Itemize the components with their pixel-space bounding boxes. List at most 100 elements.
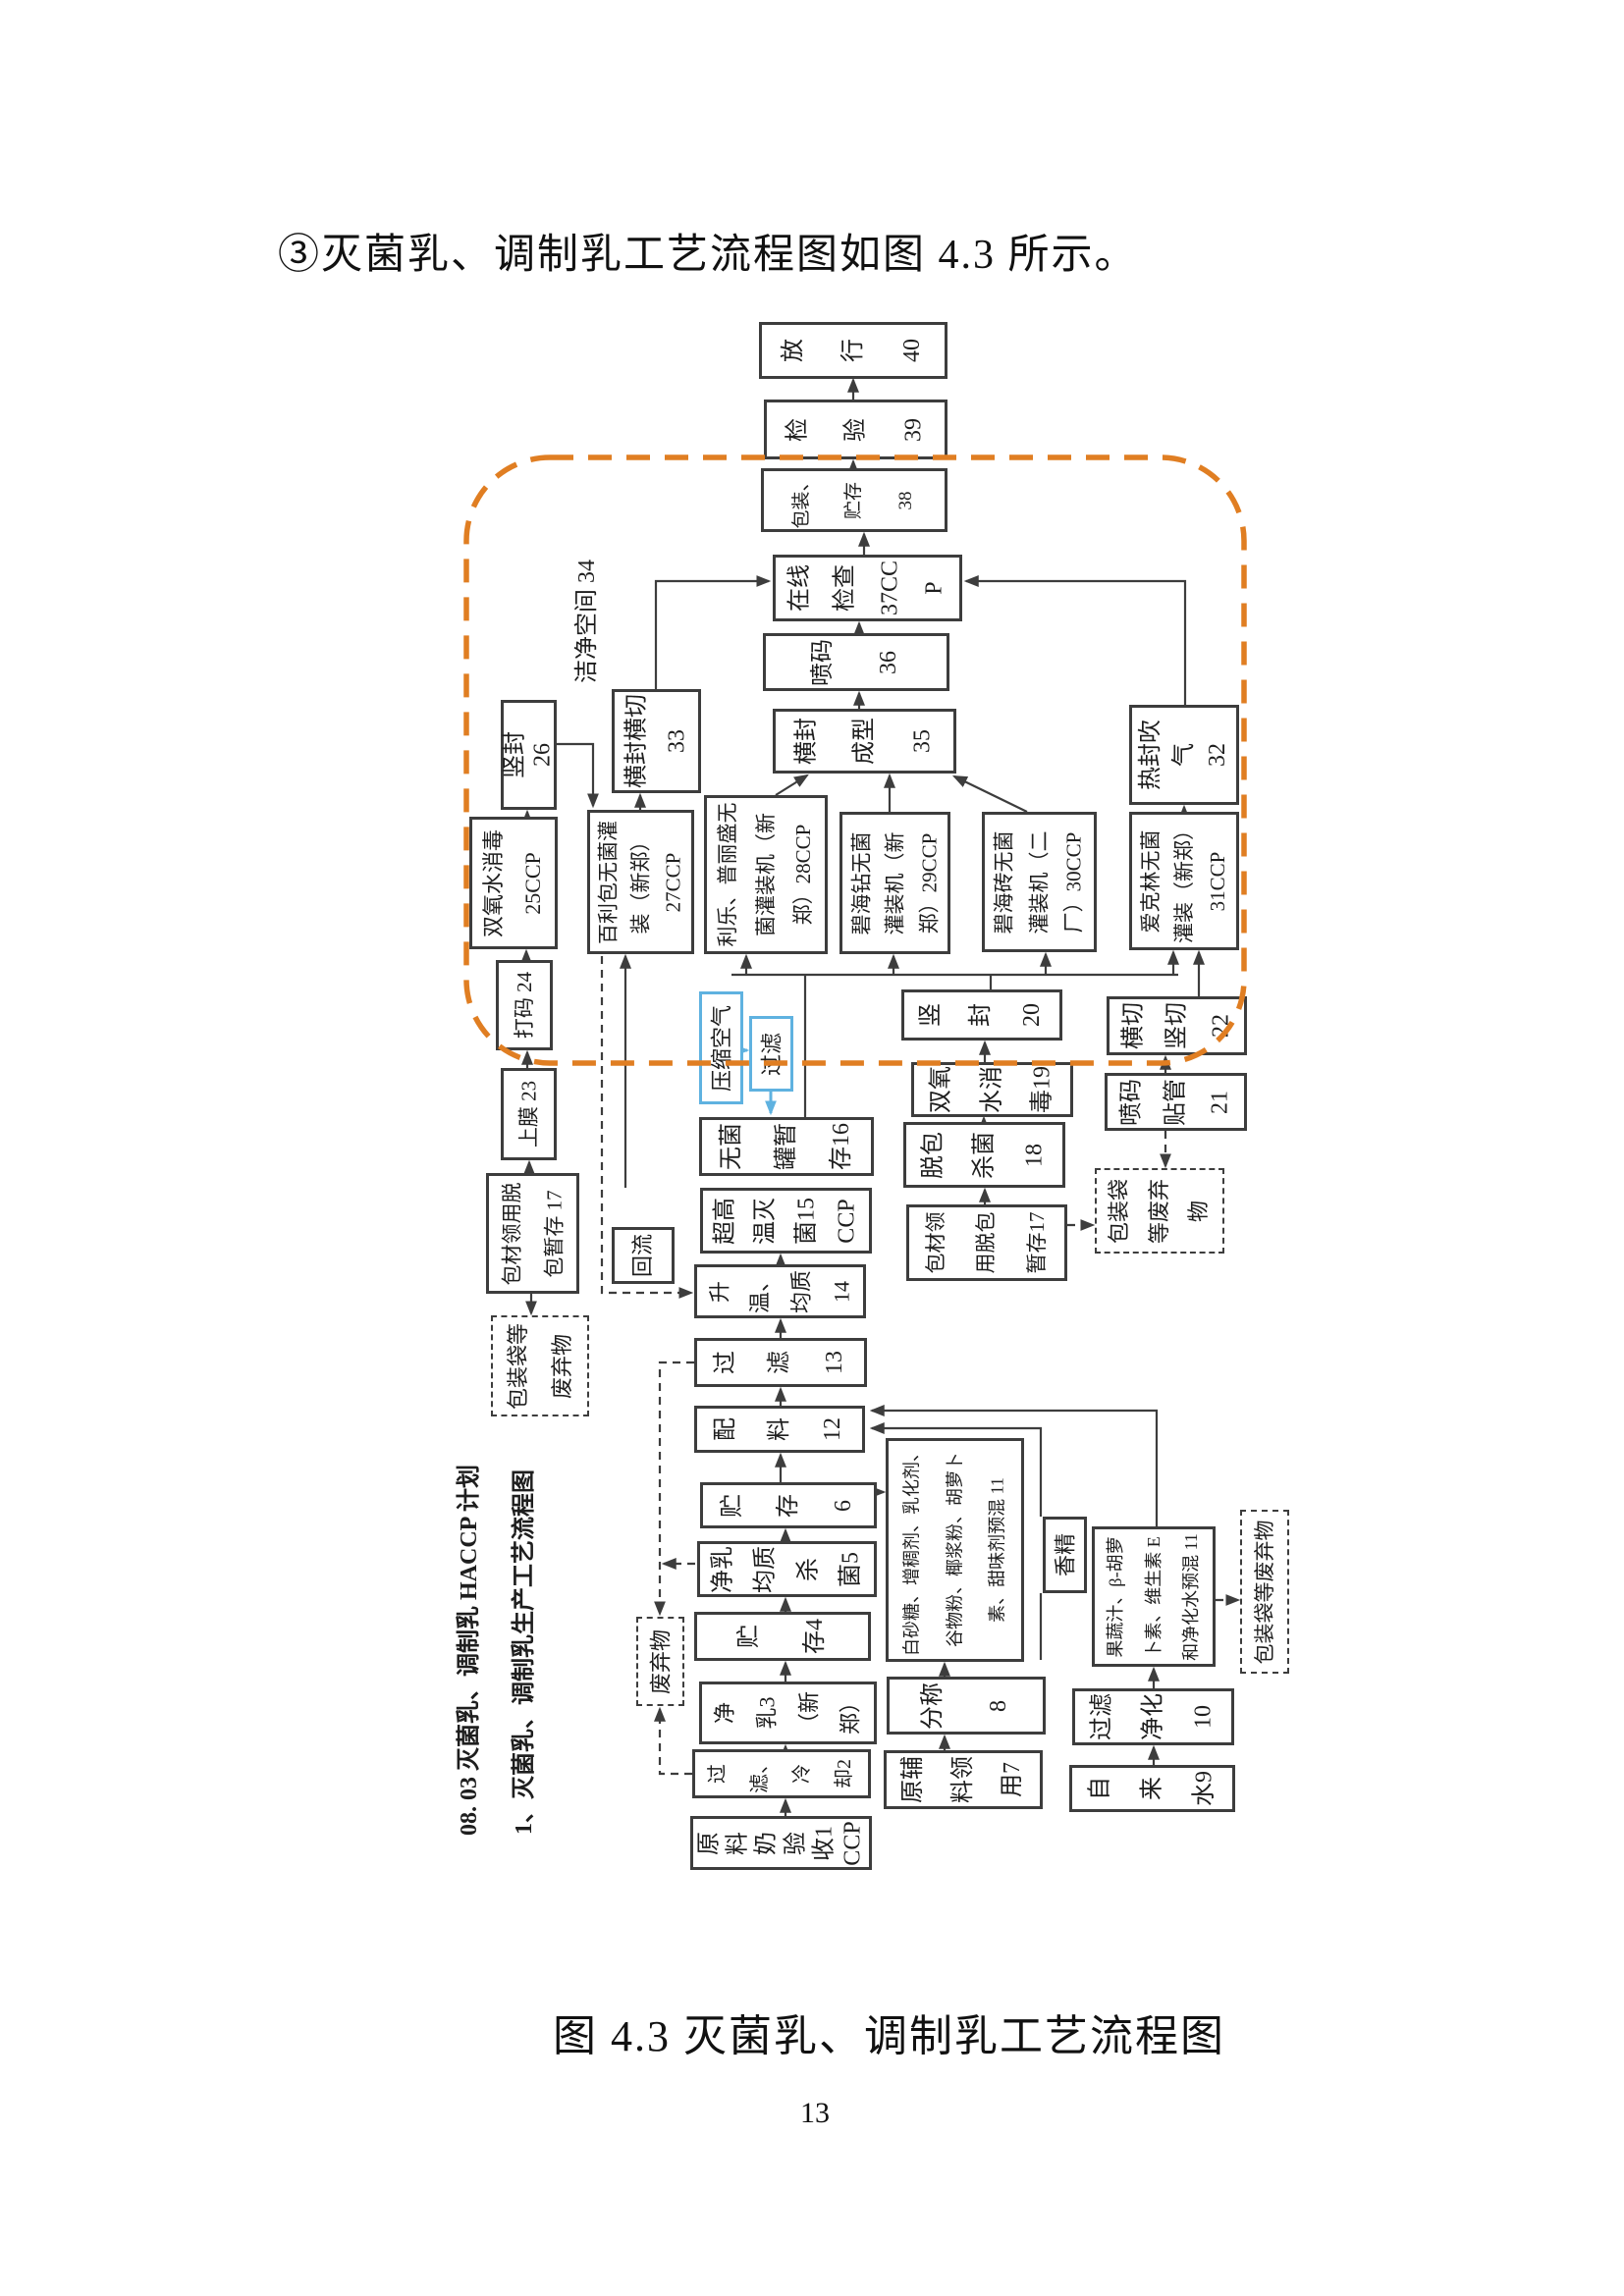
- side-title-haccp-plan: 08. 03 灭菌乳、调制乳 HACCP 计划: [439, 1451, 500, 1848]
- step-32-heatseal-blow-label: 热封吹气 32: [1138, 720, 1230, 790]
- step-31-ecolean-ccp: 爱克林无菌 灌装（新郑） 31CCP: [1129, 812, 1239, 950]
- step-19-peroxide: 双氧 水消 毒19: [911, 1062, 1073, 1117]
- step-28-tetra-ccp: 利乐、普丽盛无 菌灌装机（新 郑）28CCP: [704, 795, 828, 954]
- waste-box-right-1: 包装袋 等废弃 物: [1095, 1168, 1224, 1254]
- step-17r-pack-material: 包材领 用脱包 暂存17: [906, 1204, 1067, 1281]
- e-33-37: [654, 575, 772, 689]
- waste-box-left: 包装袋等 废弃物: [491, 1315, 589, 1416]
- step-13-filter: 过 滤 13: [694, 1338, 867, 1387]
- step-8-weighing-label: 分称 8: [919, 1682, 1011, 1730]
- e-11b-12: [869, 1405, 1159, 1526]
- step-6-storage: 贮 存 6: [700, 1482, 877, 1528]
- waste-box-middle-label: 废弃物: [648, 1629, 673, 1694]
- label-34-clean-space: 洁净空间 34: [562, 548, 613, 695]
- step-11a-premix-label: 白砂糖、增稠剂、乳化剂、 谷物粉、椰浆粉、胡萝卜 素、甜味剂预混 11: [900, 1444, 1007, 1656]
- step-19-peroxide-label: 双氧 水消 毒19: [927, 1066, 1056, 1113]
- step-9-tap-water-label: 自 来 水9: [1087, 1771, 1217, 1806]
- step-21-inkjet-straw: 喷码 贴管 21: [1105, 1073, 1247, 1131]
- e-26-27: [557, 742, 599, 809]
- step-40-release-label: 放 行 40: [780, 339, 926, 362]
- step-30-bihaizhuan-ccp-label: 碧海砖无菌 灌装机（二 厂）30CCP: [991, 830, 1086, 934]
- step-23-film-label: 上膜 23: [516, 1080, 540, 1148]
- step-27-bailibao-ccp-label: 百利包无菌灌 装（新郑） 27CCP: [596, 820, 684, 944]
- side-title-flow-diagram-label: 1、灭菌乳、调制乳生产工艺流程图: [512, 1469, 537, 1835]
- paragraph-text: ③灭菌乳、调制乳工艺流程图如图 4.3 所示。: [278, 233, 1138, 278]
- step-37-online-check: 在线 检查 37CCP: [773, 555, 962, 621]
- step-38-pack-store: 包装、 贮存 38: [761, 468, 947, 532]
- step-26-vertical-seal: 竖封 26: [501, 700, 557, 810]
- step-26-vertical-seal-label: 竖封 26: [501, 731, 555, 778]
- step-3-clarify-label: 净 乳3 （新 郑）: [712, 1691, 863, 1735]
- step-12-blending-label: 配 料 12: [712, 1417, 846, 1441]
- step-32-heatseal-blow: 热封吹气 32: [1129, 705, 1239, 805]
- step-7-ingredients: 原辅 料领 用7: [884, 1750, 1043, 1809]
- waste-box-left-label: 包装袋等 废弃物: [506, 1322, 574, 1410]
- step-25-peroxide-ccp-label: 双氧水消毒 25CCP: [481, 828, 545, 937]
- step-39-inspection-label: 检 验 39: [785, 417, 926, 442]
- step-11b-premix-label: 果蔬汁、β-胡萝 卜素、维生素 E 和净化水预混 11: [1105, 1532, 1202, 1661]
- step-18-unpack-steril: 脱包 杀菌 18: [903, 1122, 1065, 1188]
- waste-box-middle: 废弃物: [636, 1617, 684, 1706]
- figure-caption: 图 4.3 灭菌乳、调制乳工艺流程图: [553, 2012, 1225, 2060]
- step-23-film: 上膜 23: [501, 1068, 557, 1160]
- step-38-pack-store-label: 包装、 贮存 38: [791, 471, 917, 528]
- step-31-ecolean-ccp-label: 爱克林无菌 灌装（新郑） 31CCP: [1139, 819, 1229, 943]
- step-29-bihaizuan-ccp: 碧海钻无菌 灌装机（新 郑）29CCP: [839, 812, 950, 954]
- step-15-uht-ccp: 超高 温灭 菌15 CCP: [700, 1188, 872, 1254]
- step-24-coding: 打码 24: [496, 960, 553, 1050]
- step-7-ingredients-label: 原辅 料领 用7: [899, 1756, 1026, 1803]
- input-flavor: 香精: [1043, 1517, 1087, 1593]
- step-21-inkjet-straw-label: 喷码 贴管 21: [1118, 1078, 1232, 1126]
- step-11a-premix: 白砂糖、增稠剂、乳化剂、 谷物粉、椰浆粉、胡萝卜 素、甜味剂预混 11: [886, 1438, 1024, 1662]
- page-number: 13: [800, 2097, 830, 2129]
- step-5-clarify-homo: 净乳 均质 杀 菌5: [697, 1541, 877, 1597]
- label-reflux: 回流: [612, 1227, 675, 1284]
- step-2-filter-cool: 过 滤、 冷 却2: [692, 1749, 871, 1798]
- input-compressed-air-label: 压缩空气: [709, 1004, 733, 1092]
- step-5-clarify-homo-label: 净乳 均质 杀 菌5: [710, 1545, 863, 1593]
- step-28-tetra-ccp-label: 利乐、普丽盛无 菌灌装机（新 郑）28CCP: [715, 802, 816, 947]
- e-2-wastem: [654, 1706, 692, 1776]
- step-2-filter-cool-label: 过 滤、 冷 却2: [707, 1754, 855, 1793]
- step-3-clarify: 净 乳3 （新 郑）: [699, 1682, 877, 1744]
- step-35-seal-forming: 横封 成型 35: [773, 709, 956, 774]
- step-13-filter-label: 过 滤 13: [713, 1351, 847, 1374]
- step-33-seal-crosscut-label: 横封横切 33: [623, 694, 689, 788]
- input-compressed-air: 压缩空气: [699, 991, 743, 1104]
- e-flavor-12: [869, 1422, 1043, 1517]
- step-24-coding-label: 打码 24: [513, 971, 536, 1040]
- step-14-heat-homogen: 升 温、 均质 14: [694, 1264, 866, 1318]
- step-6-storage-label: 贮 存 6: [719, 1493, 857, 1518]
- step-8-weighing: 分称 8: [887, 1677, 1046, 1735]
- side-title-flow-diagram: 1、灭菌乳、调制乳生产工艺流程图: [496, 1455, 553, 1849]
- step-25-peroxide-ccp: 双氧水消毒 25CCP: [469, 817, 558, 949]
- step-16-aseptic-tank-label: 无菌 罐暂 存16: [719, 1123, 854, 1170]
- step-35-seal-forming-label: 横封 成型 35: [793, 718, 935, 765]
- step-22-cross-cut-label: 横切 竖切 22: [1120, 1002, 1233, 1049]
- step-33-seal-crosscut: 横封横切 33: [612, 689, 701, 793]
- step-air-filter-label: 过滤: [759, 1032, 784, 1076]
- e-13-wastem: [654, 1361, 694, 1617]
- step-39-inspection: 检 验 39: [764, 400, 947, 459]
- step-30-bihaizhuan-ccp: 碧海砖无菌 灌装机（二 厂）30CCP: [982, 812, 1097, 952]
- e-32-37: [963, 575, 1187, 705]
- step-1-raw-milk-ccp: 原料 奶验 收1 CCP: [690, 1816, 872, 1870]
- step-12-blending: 配 料 12: [694, 1406, 865, 1453]
- step-10-filter-purify: 过滤 净化 10: [1072, 1688, 1234, 1745]
- e-28-35: [775, 774, 809, 796]
- e-30-35: [951, 775, 1028, 813]
- side-title-haccp-plan-label: 08. 03 灭菌乳、调制乳 HACCP 计划: [457, 1464, 482, 1836]
- step-15-uht-ccp-label: 超高 温灭 菌15 CCP: [712, 1197, 859, 1245]
- label-34-clean-space-label: 洁净空间 34: [574, 560, 600, 683]
- step-11b-premix: 果蔬汁、β-胡萝 卜素、维生素 E 和净化水预混 11: [1092, 1526, 1216, 1667]
- step-4-storage-label: 贮 存4: [735, 1619, 828, 1654]
- step-20-vertical-seal-label: 竖 封 20: [918, 1003, 1045, 1027]
- step-20-vertical-seal: 竖 封 20: [901, 989, 1062, 1041]
- label-reflux-label: 回流: [630, 1234, 655, 1278]
- step-40-release: 放 行 40: [759, 322, 947, 379]
- step-4-storage: 贮 存4: [694, 1612, 871, 1661]
- step-16-aseptic-tank: 无菌 罐暂 存16: [699, 1117, 874, 1176]
- step-36-inkjet-code-label: 喷码 36: [809, 638, 901, 686]
